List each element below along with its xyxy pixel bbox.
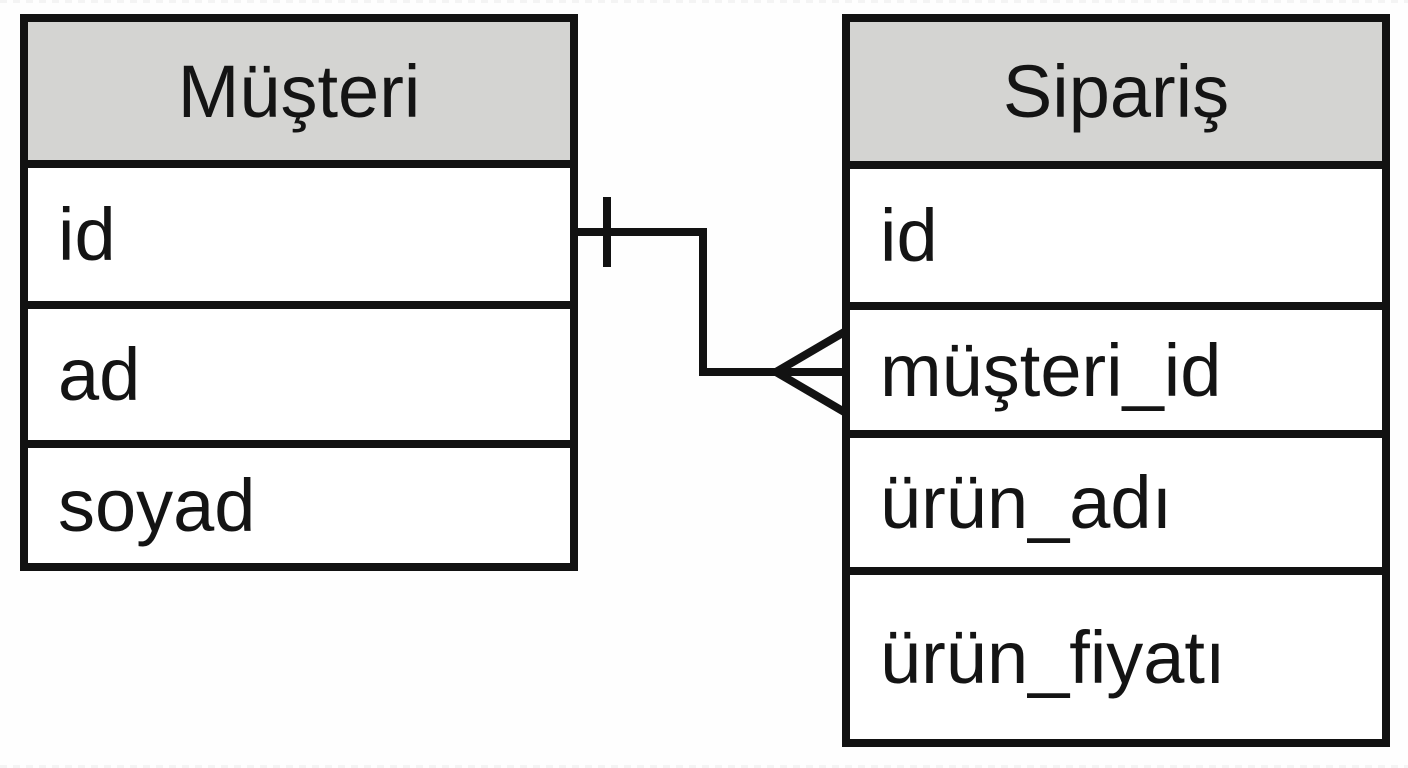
- entity-musteri-header: Müşteri: [28, 22, 570, 168]
- field-label: ürün_adı: [880, 461, 1173, 544]
- field-label: müşteri_id: [880, 328, 1222, 412]
- field-row-musteri-soyad: soyad: [28, 448, 570, 563]
- field-row-siparis-urun-fiyati: ürün_fiyatı: [850, 575, 1382, 739]
- field-row-musteri-id: id: [28, 168, 570, 309]
- entity-musteri-title: Müşteri: [177, 49, 421, 133]
- crow-foot-bottom-prong: [773, 368, 849, 417]
- field-label: ürün_fiyatı: [880, 615, 1226, 699]
- field-label: ad: [58, 333, 141, 416]
- entity-musteri: Müşteri id ad soyad: [20, 14, 578, 571]
- field-row-siparis-musteri-id: müşteri_id: [850, 310, 1382, 438]
- field-row-siparis-urun-adi: ürün_adı: [850, 438, 1382, 575]
- field-label: id: [58, 193, 116, 276]
- bottom-edge-artifact: [0, 765, 1408, 768]
- entity-siparis: Sipariş id müşteri_id ürün_adı ürün_fiya…: [842, 14, 1390, 747]
- field-row-musteri-ad: ad: [28, 309, 570, 448]
- entity-siparis-header: Sipariş: [850, 22, 1382, 169]
- field-label: id: [880, 194, 938, 277]
- field-row-siparis-id: id: [850, 169, 1382, 310]
- relationship-line: [574, 228, 846, 376]
- field-label: soyad: [58, 464, 256, 547]
- top-edge-artifact: [0, 0, 1408, 3]
- crow-foot-top-prong: [773, 327, 849, 376]
- entity-siparis-title: Sipariş: [1002, 50, 1230, 133]
